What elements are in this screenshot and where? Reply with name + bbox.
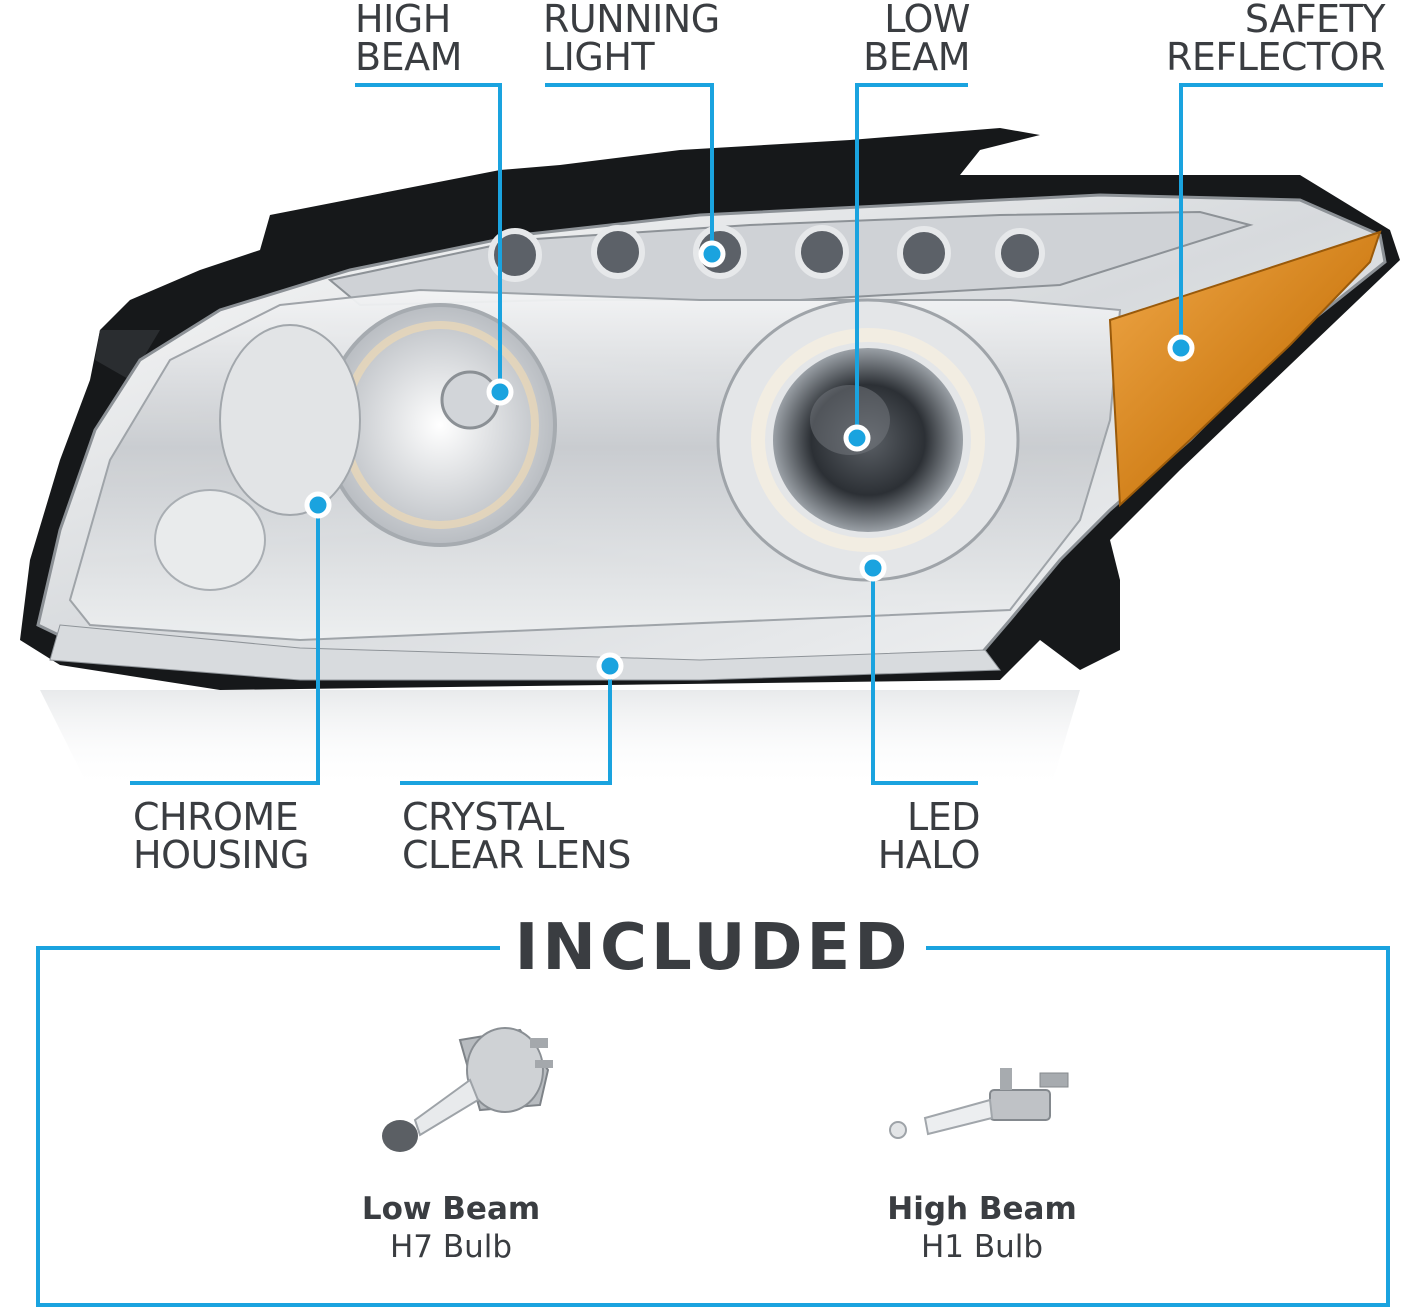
callout-running-light: RUNNING LIGHT: [543, 0, 720, 76]
callout-high-beam: HIGH BEAM: [355, 0, 462, 76]
low-beam-bulb-caption: Low Beam H7 Bulb: [301, 1190, 601, 1266]
callout-chrome-housing-line2: HOUSING: [133, 833, 310, 877]
running-light-leds: [488, 225, 1045, 282]
callout-high-beam-line2: BEAM: [355, 35, 462, 79]
lens-trim: [49, 624, 1001, 681]
h7-bulb-icon: [382, 1027, 553, 1152]
callout-safety-reflector-line2: REFLECTOR: [1165, 35, 1386, 79]
h1-bulb-icon: [889, 1068, 1069, 1139]
callout-low-beam: LOW BEAM: [820, 0, 970, 76]
callout-chrome-housing: CHROME HOUSING: [133, 795, 310, 877]
callout-running-light-line2: LIGHT: [543, 35, 655, 79]
callout-safety-reflector-line1: SAFETY: [1244, 0, 1386, 41]
floor-reflection: [40, 690, 1080, 790]
callout-led-halo-line2: HALO: [877, 833, 981, 877]
high-beam-bulb-name: High Beam: [887, 1191, 1077, 1227]
amber-safety-reflector: [1108, 230, 1382, 508]
callout-high-beam-line1: HIGH: [355, 0, 451, 41]
included-title: INCLUDED: [500, 912, 926, 984]
callout-led-halo-line1: LED: [907, 795, 980, 839]
callout-low-beam-line1: LOW: [884, 0, 970, 41]
callout-crystal-clear-lens-line2: CLEAR LENS: [402, 833, 631, 877]
callout-dots: [304, 240, 1195, 680]
chrome-reflector: [154, 324, 361, 591]
callout-safety-reflector: SAFETY REFLECTOR: [1135, 0, 1386, 79]
callout-running-light-line1: RUNNING: [543, 0, 720, 41]
callout-led-halo: LED HALO: [830, 795, 981, 877]
low-beam-bulb-name: Low Beam: [361, 1191, 541, 1227]
high-beam-bulb-caption: High Beam H1 Bulb: [832, 1190, 1132, 1266]
low-beam-bulb-type: H7 Bulb: [389, 1229, 513, 1265]
callout-crystal-clear-lens-line1: CRYSTAL: [402, 795, 564, 839]
callout-low-beam-line2: BEAM: [863, 35, 970, 79]
included-box: [36, 946, 1390, 1307]
high-beam-bulb-type: H1 Bulb: [920, 1229, 1044, 1265]
callout-lines: [130, 83, 1383, 785]
callout-chrome-housing-line1: CHROME: [133, 795, 299, 839]
callout-crystal-clear-lens: CRYSTAL CLEAR LENS: [402, 798, 631, 874]
